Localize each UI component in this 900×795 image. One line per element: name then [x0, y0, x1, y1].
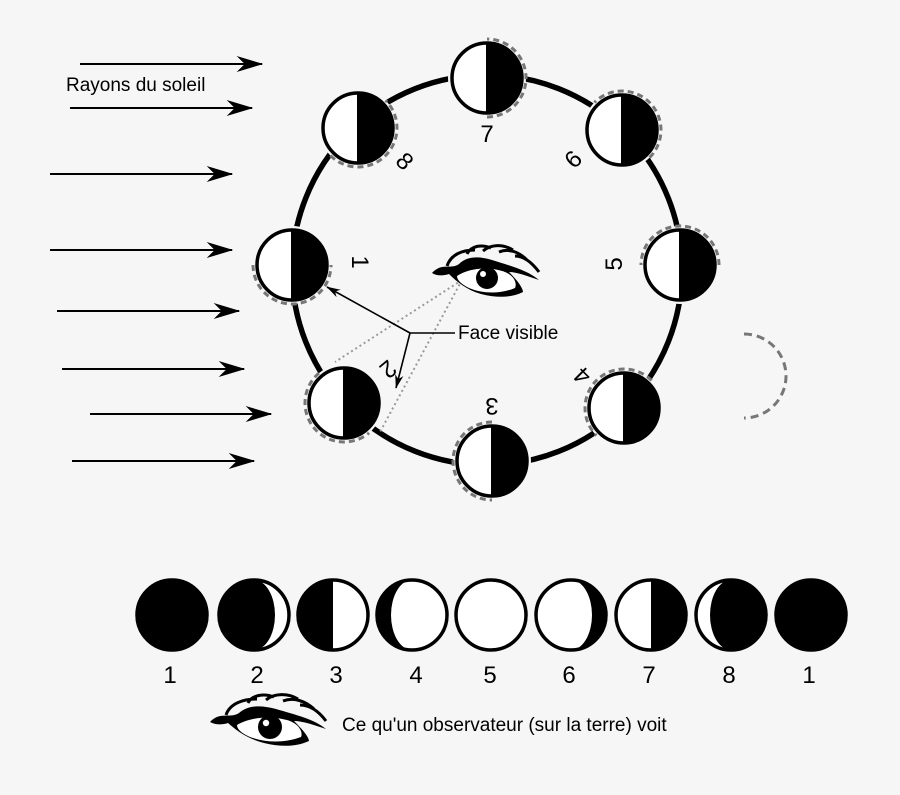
orbit-moon: [303, 364, 383, 444]
phase-moon: [217, 578, 291, 652]
phase-number: 4: [409, 662, 422, 689]
phase-moon: [534, 578, 608, 652]
observer-caption: Ce qu'un observateur (sur la terre) voit: [342, 715, 667, 736]
phase-number: 5: [483, 662, 496, 689]
sight-lines: [334, 279, 463, 433]
orbit-moon: [451, 420, 531, 502]
phase-moon: [694, 578, 768, 652]
orbit-number: 1: [346, 255, 373, 268]
sun-rays: [50, 56, 273, 469]
orbit-moon: [639, 224, 721, 304]
orbit-number: 7: [480, 121, 493, 148]
visible-face-pointer: [326, 286, 455, 389]
orbit-number: 5: [601, 257, 628, 270]
phase-numbers: 1 2 3 4 5 6 7 8 1: [163, 662, 815, 689]
orbit-moon: [583, 367, 663, 447]
far-side-arc: [743, 332, 788, 420]
phase-moon: [296, 578, 370, 652]
caption-eye-icon: [210, 693, 328, 746]
phase-moon: [375, 578, 449, 652]
eye-icon: [432, 244, 541, 297]
orbit-moon: [319, 89, 399, 169]
phase-moon: [454, 578, 528, 652]
orbit-number: 6: [559, 145, 588, 174]
phase-number: 3: [329, 662, 342, 689]
phase-number: 8: [722, 662, 735, 689]
phase-number: 2: [250, 662, 263, 689]
sun-rays-label: Rayons du soleil: [66, 75, 205, 96]
phase-number: 7: [642, 662, 655, 689]
orbit-moon: [251, 226, 333, 306]
phase-moon: [774, 578, 848, 652]
phase-number: 1: [163, 662, 176, 689]
phase-number: 6: [562, 662, 575, 689]
phase-number: 1: [802, 662, 815, 689]
orbit-moon: [583, 89, 663, 169]
orbit-moons: [251, 37, 721, 502]
phase-moon: [614, 578, 688, 652]
orbit-number: 8: [390, 147, 419, 176]
visible-face-label: Face visible: [458, 323, 558, 344]
phase-row: [135, 578, 848, 652]
orbit-number: 3: [485, 392, 498, 419]
orbit-moon: [448, 37, 528, 119]
phase-moon: [135, 578, 209, 652]
